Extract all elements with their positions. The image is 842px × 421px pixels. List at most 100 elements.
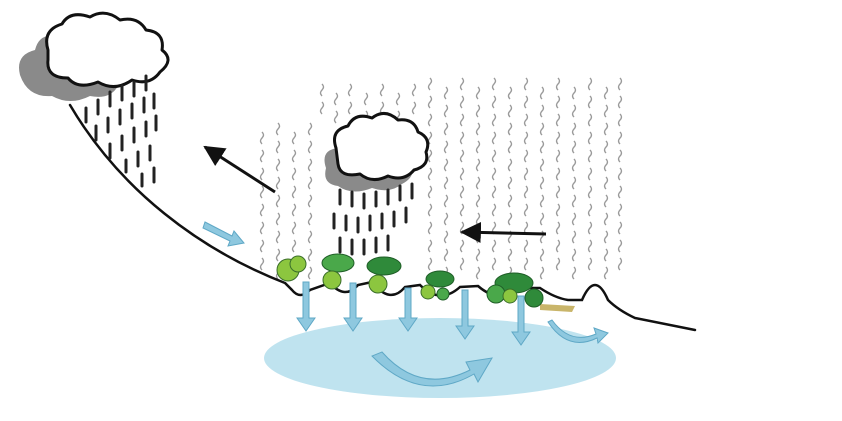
vapor-dash xyxy=(587,113,593,127)
vapor-dash xyxy=(539,158,545,172)
vapor-dash xyxy=(319,83,325,97)
vapor-dash xyxy=(571,122,577,136)
rain xyxy=(84,74,158,188)
vapor-dash xyxy=(555,257,561,271)
vapor-dash xyxy=(275,248,281,262)
vapor-dash xyxy=(539,194,545,208)
vapor-dash xyxy=(523,95,529,109)
vapor-dash xyxy=(395,92,401,106)
vapor-dash xyxy=(275,122,281,136)
vapor-dash xyxy=(539,176,545,190)
vapor-dash xyxy=(443,212,449,226)
vapor-dash xyxy=(555,131,561,145)
vapor-dash xyxy=(291,131,297,145)
vapor-dash xyxy=(617,203,623,217)
vapor-dash xyxy=(379,83,385,97)
vapor-dash xyxy=(347,101,353,115)
vapor-dash xyxy=(571,194,577,208)
vapor-dash xyxy=(491,95,497,109)
vapor-dash xyxy=(427,239,433,253)
vapor-dash xyxy=(555,77,561,91)
vapor-dash xyxy=(555,203,561,217)
vapor-dash xyxy=(427,95,433,109)
hillslope xyxy=(68,103,697,332)
vapor-dash xyxy=(427,149,433,163)
vegetation-patch xyxy=(420,270,455,301)
vapor-dash xyxy=(587,239,593,253)
vapor-dash xyxy=(427,77,433,91)
vapor-dash xyxy=(307,248,313,262)
vapor-dash xyxy=(507,86,513,100)
vapor-dash xyxy=(319,101,325,115)
rain-cloud-center xyxy=(324,112,430,256)
vapor-dash xyxy=(475,122,481,136)
vapor-dash xyxy=(507,194,513,208)
rain xyxy=(332,182,414,256)
vapor-dash xyxy=(555,239,561,253)
vapor-dash xyxy=(603,122,609,136)
infiltration-arrow xyxy=(511,295,531,346)
vapor-dash xyxy=(443,86,449,100)
vegetation-patch xyxy=(321,253,355,290)
vapor-dash xyxy=(571,86,577,100)
vapor-dash xyxy=(259,131,265,145)
vapor-dash xyxy=(291,221,297,235)
vapor-dash xyxy=(587,221,593,235)
vapor-dash xyxy=(443,122,449,136)
vapor-dash xyxy=(259,149,265,163)
vapor-dash xyxy=(587,167,593,181)
vapor-dash xyxy=(411,101,417,115)
vapor-dash xyxy=(491,149,497,163)
vapor-dash xyxy=(507,158,513,172)
vapor-dash xyxy=(427,167,433,181)
vapor-dash xyxy=(603,176,609,190)
vegetation-patches xyxy=(276,253,544,308)
vapor-dash xyxy=(275,140,281,154)
rain-cloud-left xyxy=(19,11,170,188)
vapor-dash xyxy=(523,185,529,199)
vapor-dash xyxy=(523,167,529,181)
vapor-dash xyxy=(617,167,623,181)
vapor-dash xyxy=(539,86,545,100)
vapor-dash xyxy=(523,149,529,163)
vapor-dash xyxy=(491,113,497,127)
vapor-dash xyxy=(491,203,497,217)
vapor-dash xyxy=(539,122,545,136)
vapor-dash xyxy=(275,194,281,208)
soil-strip xyxy=(540,304,575,312)
vapor-dash xyxy=(427,257,433,271)
vapor-dash xyxy=(491,77,497,91)
vapor-dash xyxy=(291,149,297,163)
vapor-dash xyxy=(259,185,265,199)
vapor-dash xyxy=(259,221,265,235)
vapor-dash xyxy=(555,113,561,127)
vapor-dash xyxy=(443,248,449,262)
vapor-dash xyxy=(587,131,593,145)
arrow-from-right xyxy=(459,221,547,243)
vapor-dash xyxy=(507,104,513,118)
vapor-dash xyxy=(459,131,465,145)
vapor-dash xyxy=(571,176,577,190)
vapor-dash xyxy=(363,92,369,106)
vapor-dash xyxy=(587,185,593,199)
vapor-dash xyxy=(275,158,281,172)
vapor-dash xyxy=(587,77,593,91)
vapor-dash xyxy=(491,167,497,181)
vapor-dash xyxy=(307,176,313,190)
vapor-dash xyxy=(523,77,529,91)
vapor-dash xyxy=(603,158,609,172)
vapor-dash xyxy=(443,176,449,190)
vapor-dash xyxy=(475,176,481,190)
vapor-dash xyxy=(617,95,623,109)
vapor-dash xyxy=(587,257,593,271)
vapor-dash xyxy=(307,122,313,136)
vapor-dash xyxy=(459,239,465,253)
vapor-dash xyxy=(555,221,561,235)
vapor-dash xyxy=(275,230,281,244)
vapor-dash xyxy=(333,110,339,124)
vapor-dash xyxy=(523,257,529,271)
vapor-dash xyxy=(571,230,577,244)
vapor-dash xyxy=(307,194,313,208)
vapor-dash xyxy=(443,158,449,172)
vapor-dash xyxy=(571,266,577,280)
